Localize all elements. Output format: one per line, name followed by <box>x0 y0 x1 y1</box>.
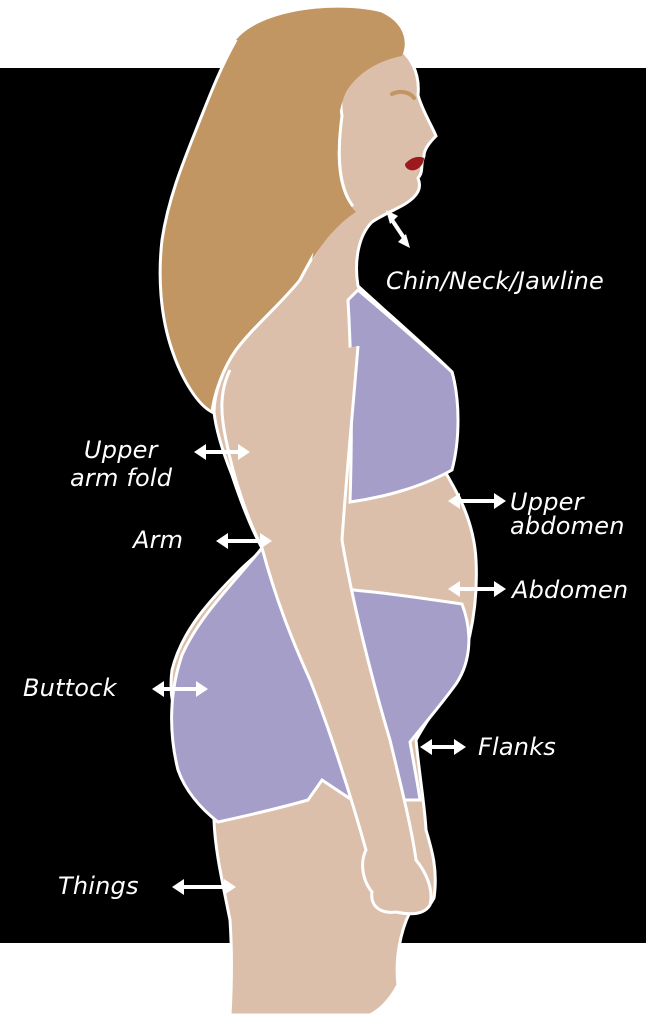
label-chin-neck-jawline: Chin/Neck/Jawline <box>386 267 604 295</box>
label-upper-abdomen-line2: abdomen <box>510 512 625 540</box>
label-buttock: Buttock <box>23 674 118 702</box>
label-flanks: Flanks <box>478 733 556 761</box>
label-upper-arm-fold-line2: arm fold <box>70 464 173 492</box>
label-abdomen: Abdomen <box>510 576 628 604</box>
label-upper-arm-fold-line1: Upper <box>84 436 160 464</box>
label-things: Things <box>58 872 139 900</box>
label-arm: Arm <box>131 526 183 554</box>
